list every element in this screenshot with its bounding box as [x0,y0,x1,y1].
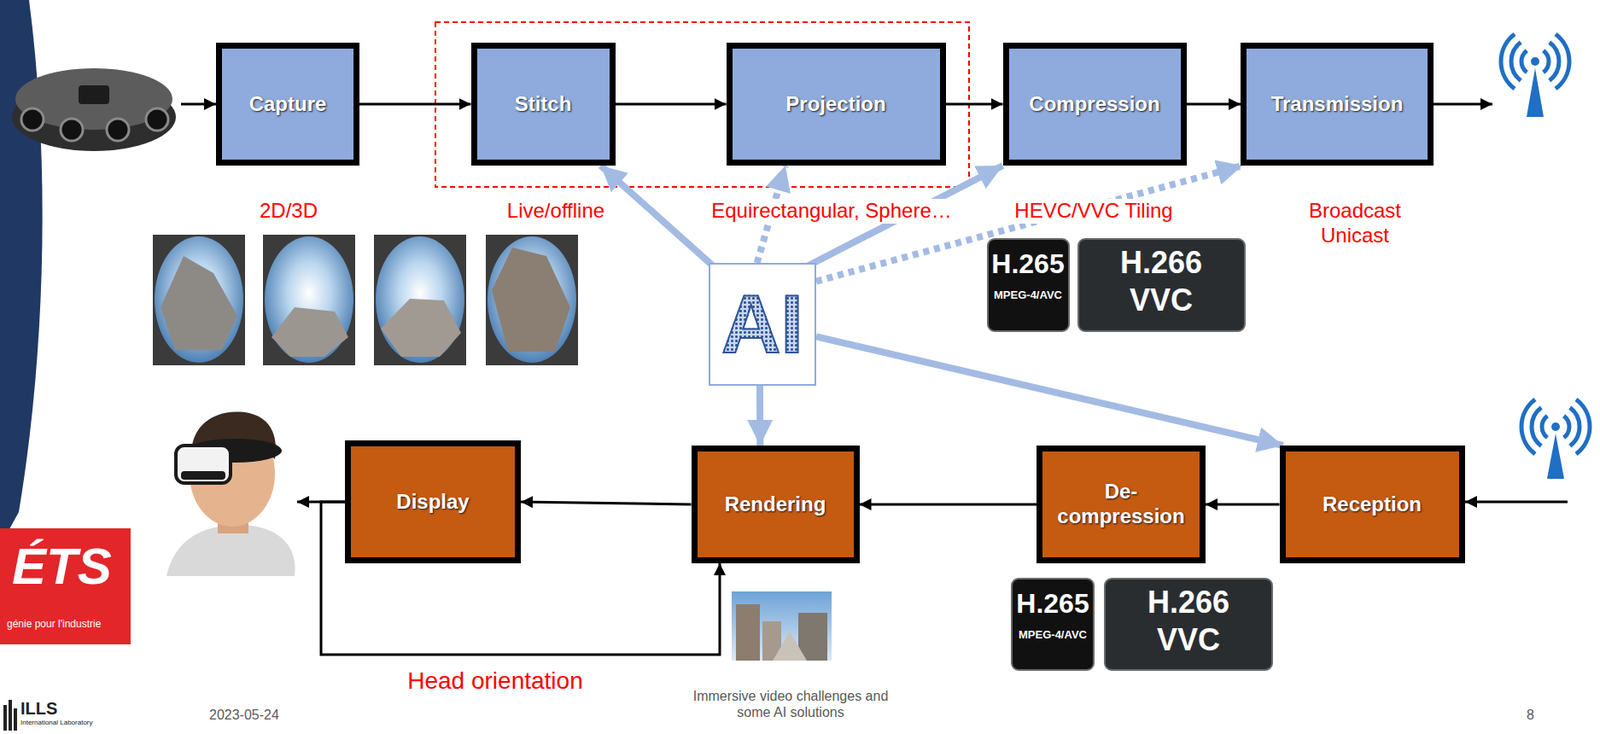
flow-arrow [1205,503,1280,507]
process-box: De-compression [1036,445,1206,564]
ai-box: AI [708,262,817,386]
logo-text: ILLS [20,698,58,719]
process-box: Transmission [1240,42,1434,166]
logo-text: ÉTS [11,536,112,598]
fisheye-images [152,234,579,366]
logo-tagline: International Laboratory [20,718,94,728]
flow-arrow [859,503,1038,507]
process-box: Rendering [691,445,860,564]
codec-logo [987,239,1273,671]
ai-arrow [756,385,764,446]
stage-note: Live/offline [503,198,608,224]
codec-name: H.265 [991,247,1064,281]
flow-arrow [520,502,692,505]
headset-user [166,412,296,577]
box-label: Transmission [1271,92,1404,117]
codec-subtitle: MPEG-4/AVC [993,288,1063,303]
box-label: Rendering [724,492,827,518]
input-arrow [181,103,217,106]
lab-logo [3,700,18,731]
codec-name: H.266 [1120,244,1203,281]
box-label: Projection [785,92,886,117]
box-label: Capture [249,92,328,117]
input-arrow [1465,501,1568,504]
ai-arrow [601,165,716,269]
box-label: Stitch [514,92,573,117]
process-box: Stitch [471,42,616,166]
flow-arrow [945,103,1004,106]
stage-note: Broadcast Unicast [1287,198,1423,249]
flow-arrow [1186,103,1242,106]
ai-arrow [816,165,1243,282]
flow-arrow [359,103,472,106]
antenna [1500,34,1570,117]
box-label: De-compression [1052,479,1190,530]
box-label: Reception [1322,492,1422,518]
rendered-view [731,591,832,661]
process-box: Compression [1003,42,1187,166]
stage-note: 2D/3D [256,198,322,224]
process-box: Display [344,440,521,564]
codec-subtitle: VVC [1129,281,1193,319]
feedback-note: Head orientation [403,666,586,696]
antenna [1521,399,1590,479]
group-outline [435,22,970,187]
codec-subtitle: MPEG-4/AVC [1018,628,1087,643]
slide-date: 2023-05-24 [209,706,280,724]
process-box: Projection [726,42,946,166]
box-label: Compression [1028,92,1160,117]
codec-name: H.265 [1016,587,1089,620]
school-logo [0,528,131,645]
stage-note: HEVC/VVC Tiling [1010,198,1176,224]
process-box: Capture [216,42,360,166]
output-arrow [1433,103,1493,106]
codec-subtitle: VVC [1156,621,1221,659]
ai-arrow [816,336,1284,446]
flow-arrow [615,103,727,106]
stage-note: Equirectangular, Sphere… [707,198,956,224]
box-label: Display [396,490,469,515]
logo-tagline: génie pour l'industrie [6,618,101,631]
camera-360 [11,68,176,152]
codec-name: H.266 [1147,583,1230,621]
process-box: Reception [1279,445,1466,564]
box-label: AI [721,283,804,366]
slide-number: 8 [1526,706,1535,724]
slide-footer: Immersive video challenges and some AI s… [683,688,898,721]
